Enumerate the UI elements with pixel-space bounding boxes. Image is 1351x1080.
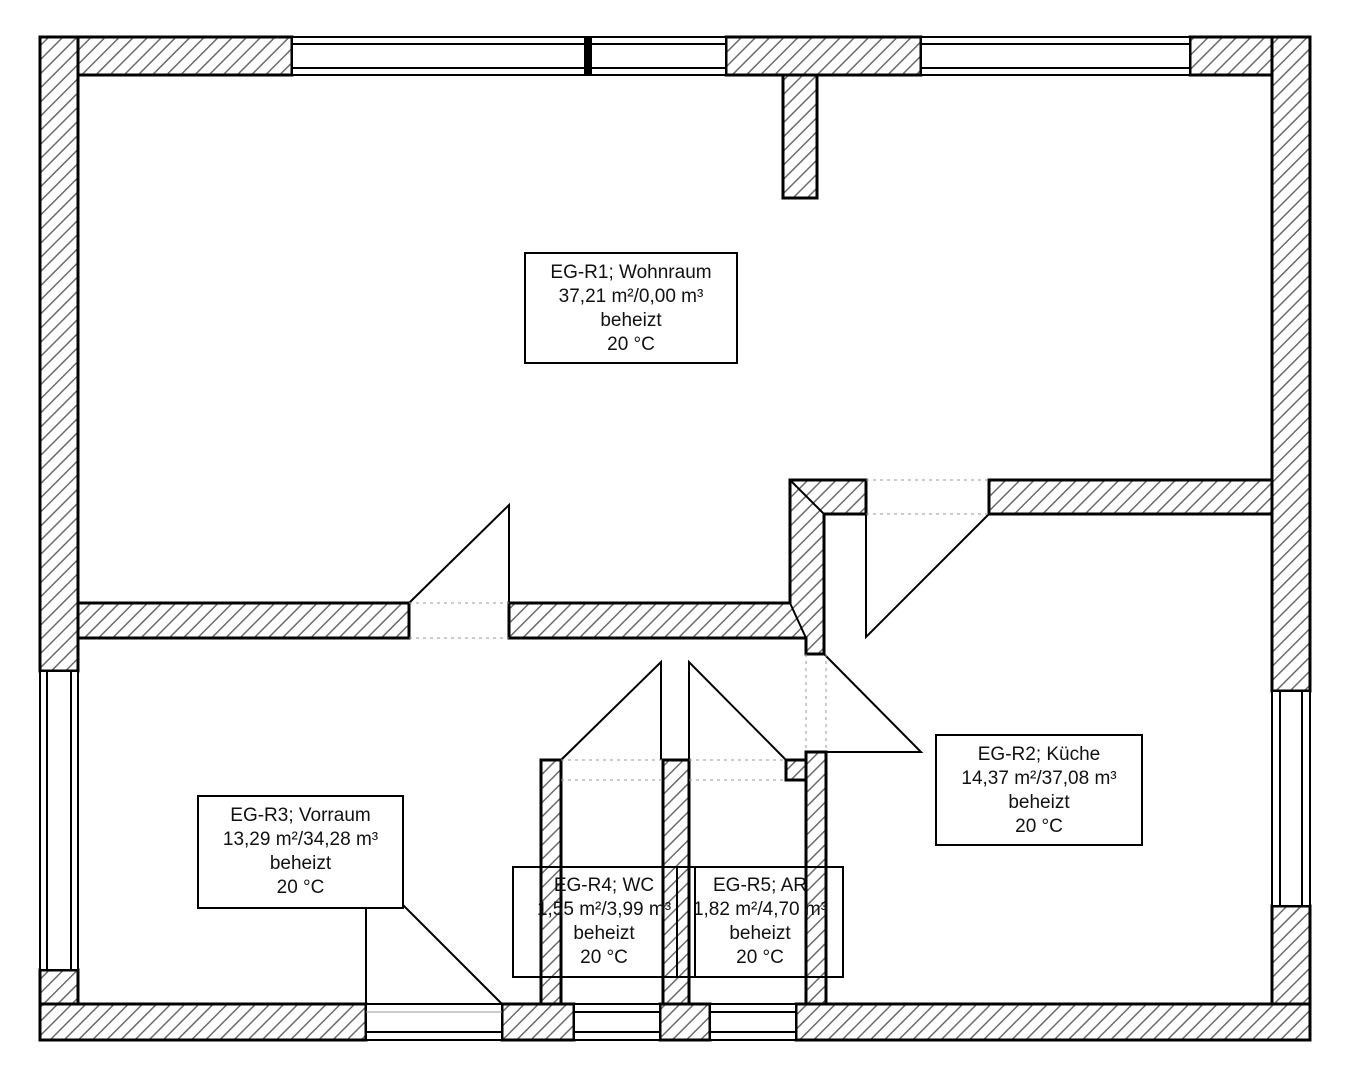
wall-bottom-left bbox=[38, 1002, 368, 1042]
room-name: EG-R4; WC bbox=[553, 875, 655, 896]
room-status: beheizt bbox=[729, 923, 791, 944]
room-temperature: 20 °C bbox=[580, 947, 628, 968]
room-temperature: 20 °C bbox=[1015, 816, 1063, 837]
room-area-volume: 37,21 m²/0,00 m³ bbox=[558, 286, 704, 307]
wall-wc-left bbox=[539, 758, 563, 1006]
door-wc bbox=[560, 659, 662, 761]
window-right bbox=[1271, 690, 1311, 907]
wall-left-upper bbox=[38, 35, 80, 673]
window-bottom-1 bbox=[573, 1003, 661, 1041]
wall-center-miter bbox=[789, 479, 825, 515]
room-name: EG-R2; Küche bbox=[977, 744, 1101, 765]
room-label-vorraum: EG-R3; Vorraum 13,29 m²/34,28 m³ beheizt… bbox=[197, 795, 404, 909]
room-status: beheizt bbox=[269, 853, 332, 874]
wall-center-miter-2 bbox=[789, 602, 807, 639]
wall-ar-jamb bbox=[784, 758, 808, 782]
room-label-wohnraum: EG-R1; Wohnraum 37,21 m²/0,00 m³ beheizt… bbox=[524, 252, 738, 364]
wall-bottom-right bbox=[794, 1002, 1312, 1042]
entrance-opening bbox=[365, 1003, 503, 1041]
room-name: EG-R3; Vorraum bbox=[230, 805, 371, 826]
room-name: EG-R1; Wohnraum bbox=[550, 262, 712, 283]
wall-bottom-mid2 bbox=[658, 1002, 712, 1042]
window-top-3 bbox=[920, 36, 1191, 76]
door-kueche-side bbox=[806, 653, 924, 753]
opening-lines bbox=[409, 479, 989, 781]
room-label-ar: EG-R5; AR 1,82 m²/4,70 m³ beheizt 20 °C bbox=[676, 866, 844, 978]
wall-horizontal-left bbox=[76, 601, 411, 640]
door-wohnraum bbox=[408, 502, 510, 604]
windows bbox=[39, 36, 1311, 1041]
window-top-1 bbox=[291, 36, 586, 76]
door-kueche-top bbox=[865, 513, 990, 640]
window-left bbox=[39, 670, 79, 971]
room-area-volume: 13,29 m²/34,28 m³ bbox=[222, 829, 379, 850]
room-temperature: 20 °C bbox=[607, 334, 655, 355]
window-top-2 bbox=[590, 36, 727, 76]
room-area-volume: 14,37 m²/37,08 m³ bbox=[961, 768, 1117, 789]
room-label-wc: EG-R4; WC 1,55 m²/3,99 m³ beheizt 20 °C bbox=[512, 866, 696, 978]
room-status: beheizt bbox=[600, 310, 662, 331]
wall-right-upper bbox=[1270, 35, 1312, 693]
room-name: EG-R5; AR bbox=[713, 875, 807, 896]
outer-walls bbox=[38, 35, 1312, 1042]
door-ar bbox=[688, 659, 787, 761]
room-temperature: 20 °C bbox=[276, 877, 325, 898]
room-area-volume: 1,55 m²/3,99 m³ bbox=[536, 899, 672, 920]
room-status: beheizt bbox=[573, 923, 635, 944]
room-label-kueche: EG-R2; Küche 14,37 m²/37,08 m³ beheizt 2… bbox=[935, 734, 1143, 846]
wall-kitchen-top bbox=[987, 478, 1274, 516]
wall-stub-top bbox=[781, 73, 819, 200]
wall-top-middle bbox=[724, 35, 923, 77]
room-area-volume: 1,82 m²/4,70 m³ bbox=[692, 899, 828, 920]
door-swings bbox=[365, 502, 990, 1005]
room-temperature: 20 °C bbox=[736, 947, 784, 968]
wall-horizontal-center bbox=[507, 478, 868, 656]
room-status: beheizt bbox=[1008, 792, 1070, 813]
window-bottom-2 bbox=[709, 1003, 797, 1041]
wall-bottom-mid1 bbox=[500, 1002, 576, 1042]
